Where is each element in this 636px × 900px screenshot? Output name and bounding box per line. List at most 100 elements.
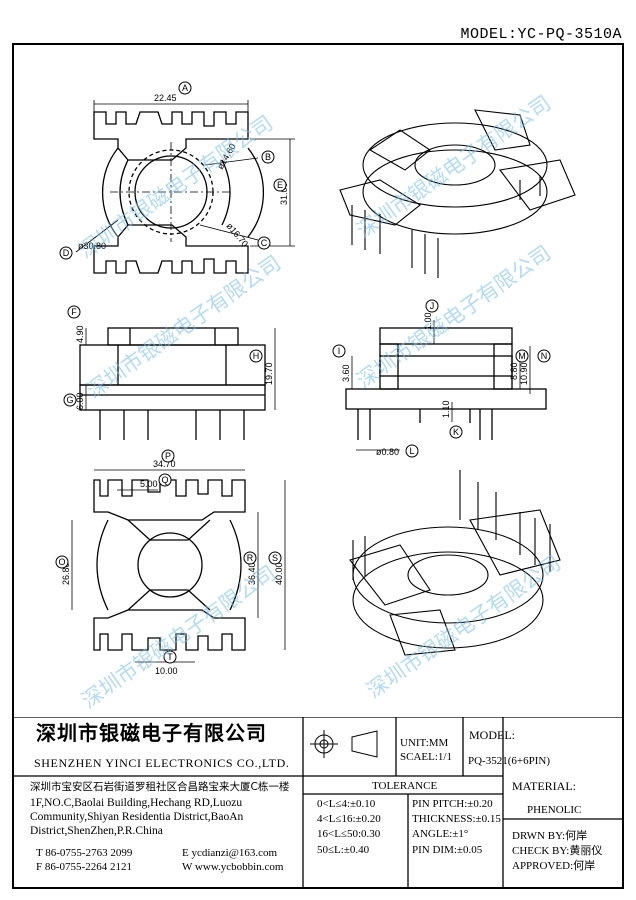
callout-r: R [243, 551, 257, 565]
model-label: MODEL: [469, 728, 515, 742]
callout-n: N [537, 349, 551, 363]
callout-l: L [405, 444, 419, 458]
top-view [93, 111, 265, 274]
model-value: PQ-3521(6+6PIN) [468, 755, 550, 767]
svg-text:C: C [261, 238, 268, 248]
dim-d: ø30.80 [78, 241, 106, 251]
dim-i: 3.60 [341, 364, 351, 382]
tolerance-label: TOLERANCE [372, 780, 438, 792]
drawing-frame [12, 43, 624, 889]
callout-q: Q [158, 473, 172, 487]
svg-text:F: F [71, 307, 77, 317]
approved-by: APPROVED:何岸 [512, 860, 596, 872]
dim-f: 4.90 [75, 325, 85, 343]
callout-k: K [449, 425, 463, 439]
callout-h: H [249, 349, 263, 363]
svg-text:L: L [409, 446, 414, 456]
address-en-2: Community,Shiyan Residentia District,Bao… [30, 811, 244, 823]
dim-a: 22.45 [154, 93, 177, 103]
address-en-3: District,ShenZhen,P.R.China [30, 825, 163, 837]
dim-b: ø14.60 [215, 142, 238, 171]
website: W www.ycbobbin.com [182, 861, 284, 873]
tolerance-row: 0<L≤4:±0.10 [317, 798, 376, 810]
material-label: MATERIAL: [512, 779, 576, 793]
svg-text:H: H [253, 351, 260, 361]
dim-r: 36.40 [247, 562, 257, 585]
dim-t: 10.00 [155, 666, 178, 676]
dim-e: 31.00 [279, 182, 289, 205]
tolerance-row: 4<L≤16:±0.20 [317, 813, 381, 825]
tel: T 86-0755-2763 2099 [36, 847, 133, 859]
dim-q: 5.00 [140, 479, 158, 489]
dim-h: 19.70 [264, 362, 274, 385]
callout-a: A [178, 81, 192, 95]
svg-text:G: G [66, 395, 73, 405]
iso-view-bottom [349, 470, 561, 656]
callout-m: M [515, 349, 529, 363]
callout-c: C [257, 236, 271, 250]
email: E ycdianzi@163.com [182, 847, 278, 859]
svg-text:J: J [430, 301, 435, 311]
pin-tolerance-row: PIN PITCH:±0.20 [412, 798, 493, 810]
svg-text:E: E [277, 180, 283, 190]
dim-l: ø0.80 [376, 447, 399, 457]
svg-text:N: N [541, 351, 548, 361]
bottom-view [93, 479, 246, 651]
title-block-grid [12, 717, 624, 889]
callout-i: I [332, 344, 346, 358]
company-name-en: SHENZHEN YINCI ELECTRONICS CO.,LTD. [34, 756, 290, 770]
dim-c: ø16.70 [224, 221, 250, 249]
company-name-cn: 深圳市银磁电子有限公司 [36, 721, 267, 745]
callout-f: F [67, 305, 81, 319]
title-block: 深圳市银磁电子有限公司 SHENZHEN YINCI ELECTRONICS C… [12, 717, 624, 889]
dim-j: 1.00 [423, 312, 433, 330]
callout-d: D [59, 246, 73, 260]
tolerance-row: 50≤L:±0.40 [317, 844, 370, 856]
dim-m: 8.80 [509, 362, 519, 380]
dim-k: 1.10 [441, 400, 451, 418]
pin-tolerance-row: PIN DIM:±0.05 [412, 844, 483, 856]
svg-text:R: R [247, 553, 254, 563]
callout-t: T [163, 650, 177, 664]
svg-text:S: S [272, 553, 278, 563]
dim-s: 40.00 [274, 562, 284, 585]
svg-text:B: B [265, 152, 271, 162]
svg-text:T: T [167, 652, 173, 662]
svg-text:K: K [453, 427, 459, 437]
callout-b: B [261, 150, 275, 164]
svg-text:O: O [58, 557, 65, 567]
tolerance-row: 16<L≤50:0.30 [317, 828, 381, 840]
svg-text:P: P [165, 451, 171, 461]
unit-label: UNIT:MM [400, 737, 449, 749]
pin-tolerance-row: ANGLE:±1° [412, 828, 469, 840]
callout-j: J [425, 299, 439, 313]
callout-p: P [161, 449, 175, 463]
callout-s: S [268, 551, 282, 565]
callout-o: O [55, 555, 69, 569]
checked-by: CHECK BY:黄丽仪 [512, 845, 603, 857]
material-value: PHENOLIC [527, 804, 582, 816]
svg-text:A: A [182, 83, 188, 93]
side-view [79, 327, 266, 440]
dim-o: 26.80 [61, 562, 71, 585]
svg-text:Q: Q [161, 475, 168, 485]
projection-symbol-icon [310, 730, 378, 758]
address-en-1: 1F,NO.C,Baolai Building,Hechang RD,Luozu [30, 797, 243, 809]
svg-text:I: I [338, 346, 341, 356]
scale-label: SCAEL:1/1 [400, 751, 452, 763]
svg-text:M: M [518, 351, 526, 361]
fax: F 86-0755-2264 2121 [36, 861, 132, 873]
drawn-by: DRWN BY:何岸 [512, 830, 588, 842]
dim-n: 10.90 [519, 362, 529, 385]
pin-tolerance-row: THICKNESS:±0.15 [412, 813, 501, 825]
callout-e: E [273, 178, 287, 192]
dim-p: 34.70 [153, 459, 176, 469]
dim-g: 6.00 [75, 392, 85, 410]
address-cn: 深圳市宝安区石岩街道罗租社区合昌路宝来大厦C栋一楼 [30, 781, 290, 793]
svg-text:D: D [63, 248, 70, 258]
model-header: MODEL:YC-PQ-3510A [460, 26, 622, 43]
callout-markers: A B C D E F G H I J K L M N O P Q R S T [55, 81, 551, 664]
iso-view-top [339, 109, 576, 278]
callout-g: G [63, 393, 77, 407]
